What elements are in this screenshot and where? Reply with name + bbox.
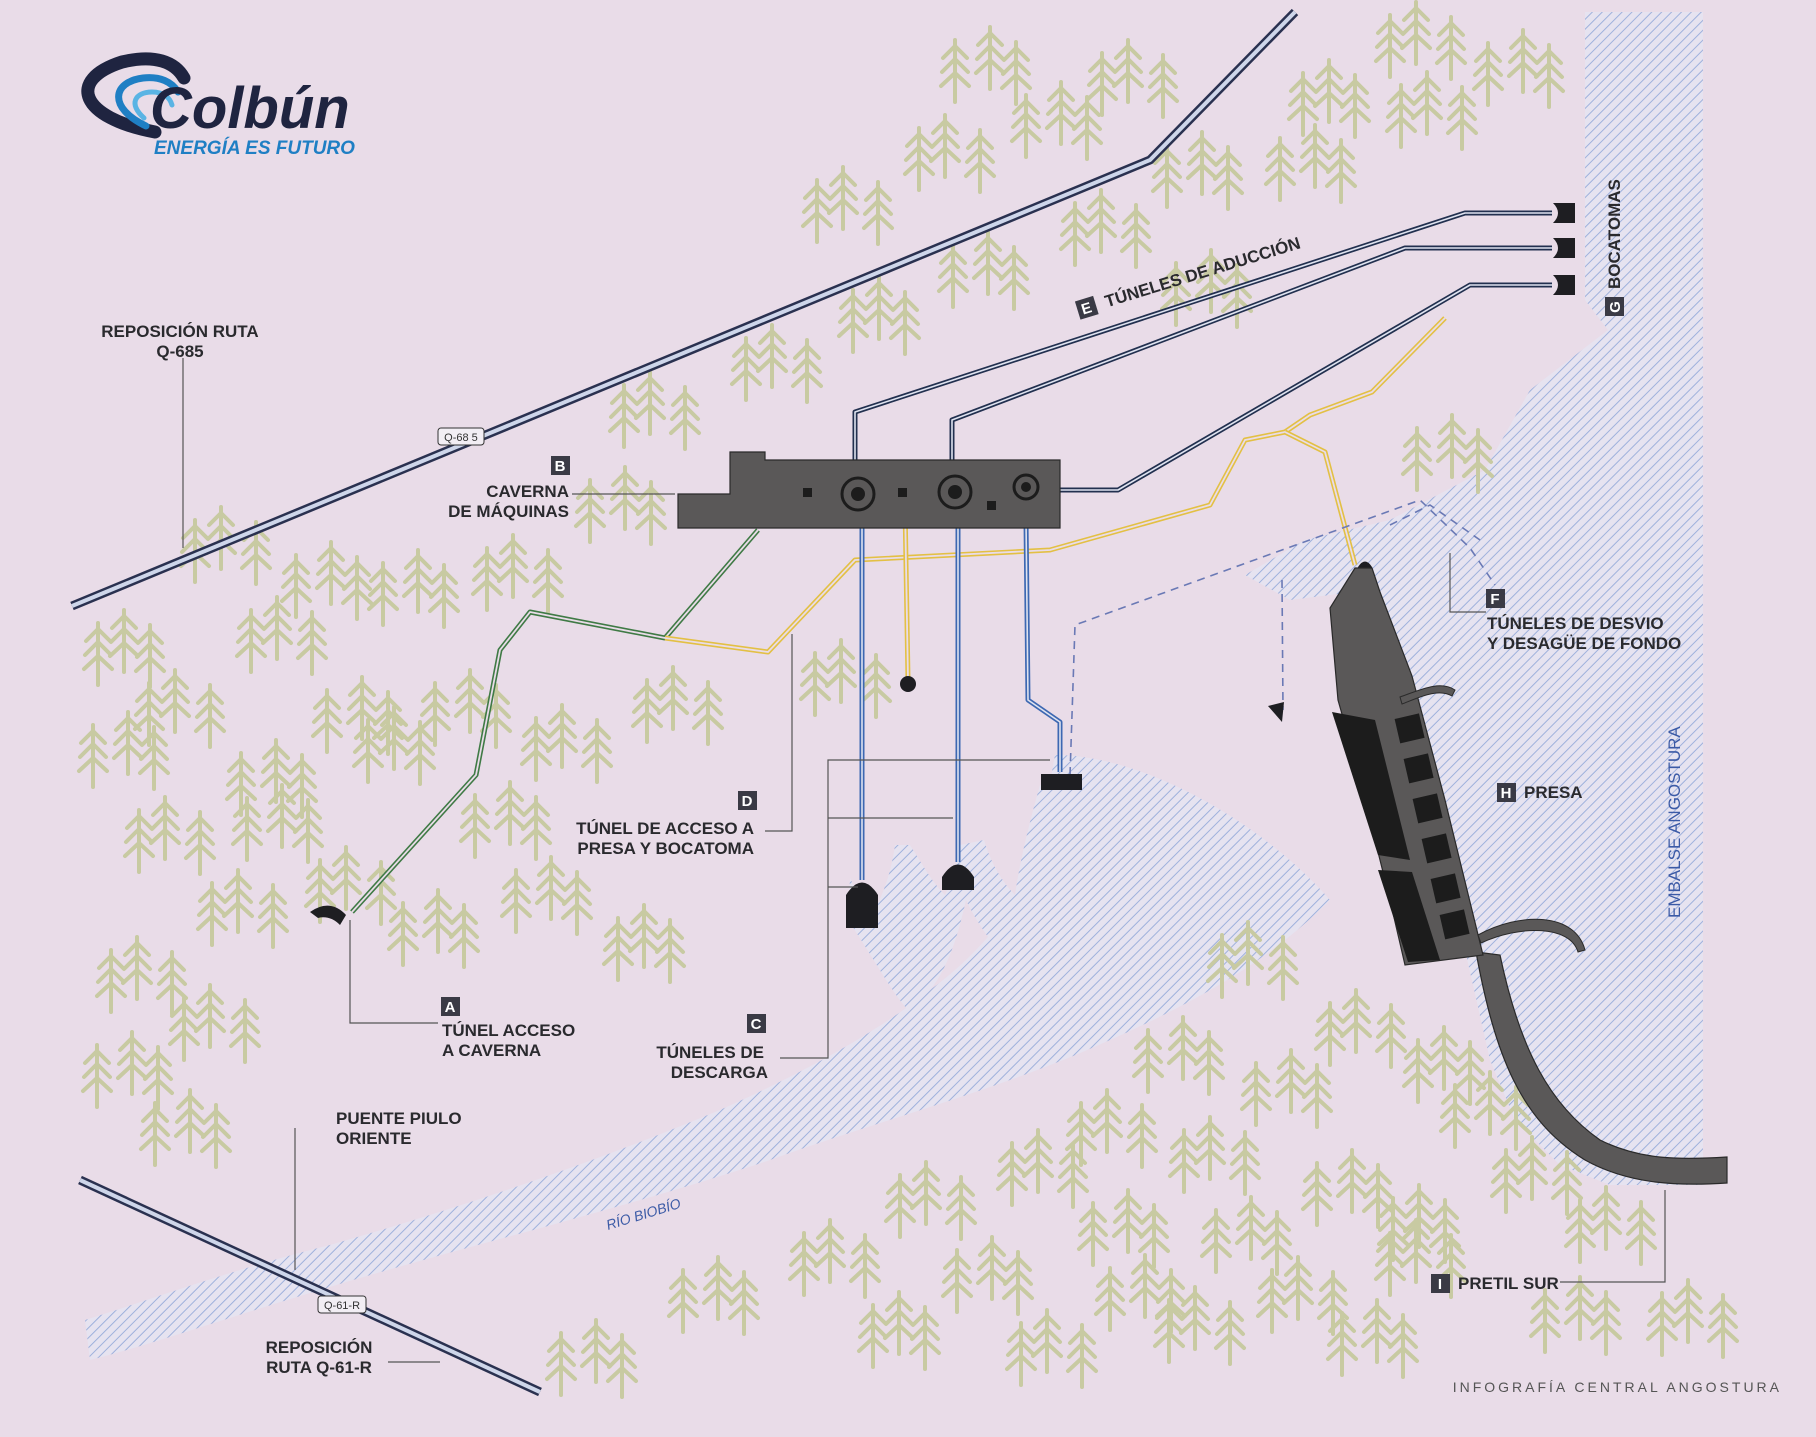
component-G: G BOCATOMAS [1605, 179, 1624, 316]
route-label-q685: REPOSICIÓN RUTA Q-685 [101, 322, 258, 361]
road-label-q61r: Q-61-R [324, 1300, 360, 1312]
component-F-line2: Y DESAGÜE DE FONDO [1487, 634, 1681, 653]
bridge-label-line1: PUENTE PIULO [336, 1109, 462, 1128]
discharge-plume-1 [848, 785, 1052, 1010]
badge-C: C [751, 1016, 762, 1033]
badge-I: I [1438, 1276, 1442, 1293]
diversion-tunnels [1069, 499, 1496, 776]
discharge-tunnels [859, 519, 1063, 880]
bridge-label-line2: ORIENTE [336, 1129, 412, 1148]
route-label-q61r-line1: REPOSICIÓN [266, 1338, 373, 1357]
component-F-line1: TÚNELES DE DESVIO [1487, 614, 1664, 633]
route-label-q685-line2: Q-685 [156, 342, 203, 361]
component-I-line1: PRETIL SUR [1458, 1274, 1559, 1293]
component-I: I PRETIL SUR [1431, 1274, 1559, 1293]
reservoir-label: EMBALSE ANGOSTURA [1665, 726, 1684, 918]
component-D-line2: PRESA Y BOCATOMA [577, 839, 754, 858]
component-C: C TÚNELES DE DESCARGA [656, 1014, 768, 1082]
component-A: A TÚNEL ACCESO A CAVERNA [441, 997, 575, 1060]
intakes [1553, 203, 1575, 295]
road-label-q685: Q-68 5 [444, 432, 478, 444]
badge-E: E [1079, 299, 1094, 318]
dam-structure [1329, 567, 1728, 1185]
bridge-label: PUENTE PIULO ORIENTE [336, 1109, 462, 1148]
badge-F: F [1490, 591, 1499, 608]
component-H-line1: PRESA [1524, 783, 1583, 802]
route-label-q61r: REPOSICIÓN RUTA Q-61-R [266, 1338, 373, 1377]
colbun-logo-swoosh-icon [81, 52, 191, 139]
component-H: H PRESA [1497, 783, 1583, 802]
water-bodies [85, 12, 1703, 1360]
footer-caption: INFOGRAFÍA CENTRAL ANGOSTURA [1453, 1379, 1782, 1395]
component-D-line1: TÚNEL DE ACCESO A [576, 819, 754, 838]
component-B-line1: CAVERNA [486, 482, 569, 501]
component-A-line1: TÚNEL ACCESO [442, 1021, 575, 1040]
component-C-line2: DESCARGA [671, 1063, 768, 1082]
badge-D: D [742, 793, 753, 810]
component-F: F TÚNELES DE DESVIO Y DESAGÜE DE FONDO [1486, 589, 1681, 653]
roads: Q-68 5 Q-61-R [70, 8, 1299, 1397]
component-G-line1: BOCATOMAS [1605, 179, 1624, 289]
component-A-line2: A CAVERNA [442, 1041, 541, 1060]
powerhouse-cavern [677, 451, 1061, 529]
component-B: B CAVERNA DE MÁQUINAS [448, 456, 570, 521]
component-B-line2: DE MÁQUINAS [448, 502, 569, 521]
colbun-logo: Colbún ENERGÍA ES FUTURO [81, 52, 355, 159]
route-label-q685-line1: REPOSICIÓN RUTA [101, 322, 258, 341]
badge-H: H [1501, 785, 1512, 802]
road-badge-q685: Q-68 5 [437, 427, 485, 446]
logo-wordmark: Colbún [150, 76, 350, 141]
leader-lines [182, 358, 1666, 1363]
reservoir-water [1245, 12, 1703, 1185]
badge-B: B [555, 458, 566, 475]
diversion-outlet-icon [1268, 702, 1284, 722]
access-tunnel-end-icon [900, 676, 916, 692]
logo-tagline: ENERGÍA ES FUTURO [154, 137, 355, 159]
component-C-line1: TÚNELES DE [656, 1043, 764, 1062]
road-badge-q61r: Q-61-R [317, 1295, 367, 1314]
south-embankment [1475, 951, 1728, 1185]
route-label-q61r-line2: RUTA Q-61-R [266, 1358, 372, 1377]
badge-G: G [1607, 301, 1624, 313]
badge-A: A [445, 999, 456, 1016]
component-D: D TÚNEL DE ACCESO A PRESA Y BOCATOMA [576, 791, 757, 858]
